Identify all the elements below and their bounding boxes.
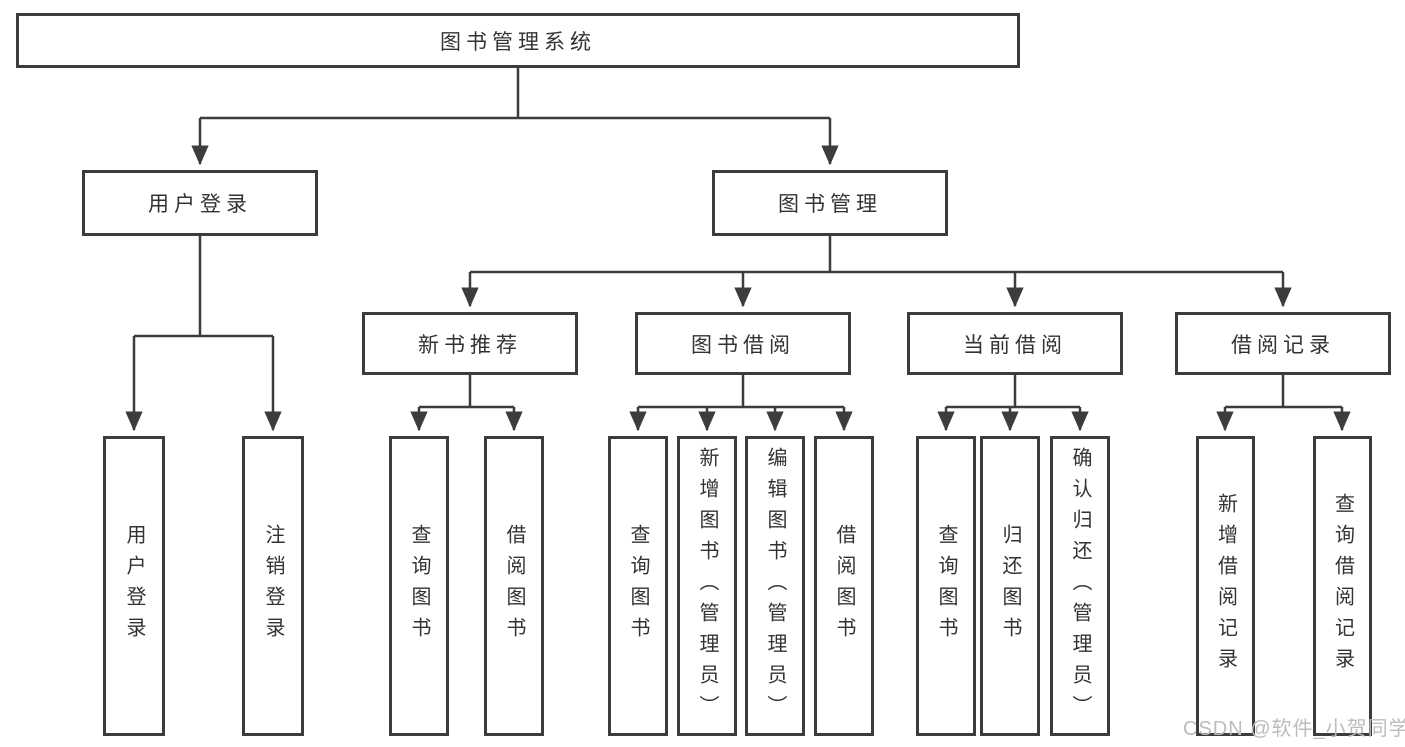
leaf-edit-books-admin: 编辑图书（管理员） — [745, 436, 805, 736]
leaf-query-books-borrow: 查询图书 — [608, 436, 668, 736]
node-user-login: 用户登录 — [82, 170, 318, 236]
connector-trunks — [134, 68, 1342, 409]
node-borrowing-records: 借阅记录 — [1175, 312, 1391, 375]
leaf-borrow-books-recommend: 借阅图书 — [484, 436, 544, 736]
leaf-return-books: 归还图书 — [980, 436, 1040, 736]
node-book-management: 图书管理 — [712, 170, 948, 236]
leaf-logout: 注销登录 — [242, 436, 304, 736]
csdn-watermark: CSDN @软件_小贺同学 — [1183, 718, 1405, 740]
leaf-confirm-return-admin: 确认归还（管理员） — [1050, 436, 1110, 736]
node-book-borrowing: 图书借阅 — [635, 312, 851, 375]
node-current-borrowing: 当前借阅 — [907, 312, 1123, 375]
leaf-add-books-admin: 新增图书（管理员） — [677, 436, 737, 736]
node-new-book-recommendation: 新书推荐 — [362, 312, 578, 375]
node-root: 图书管理系统 — [16, 13, 1020, 68]
leaf-add-borrow-record: 新增借阅记录 — [1196, 436, 1255, 736]
leaf-query-books-recommend: 查询图书 — [389, 436, 449, 736]
leaf-user-login: 用户登录 — [103, 436, 165, 736]
leaf-query-borrow-record: 查询借阅记录 — [1313, 436, 1372, 736]
connector-arrows — [125, 118, 1351, 432]
leaf-query-books-current: 查询图书 — [916, 436, 976, 736]
leaf-borrow-books: 借阅图书 — [814, 436, 874, 736]
